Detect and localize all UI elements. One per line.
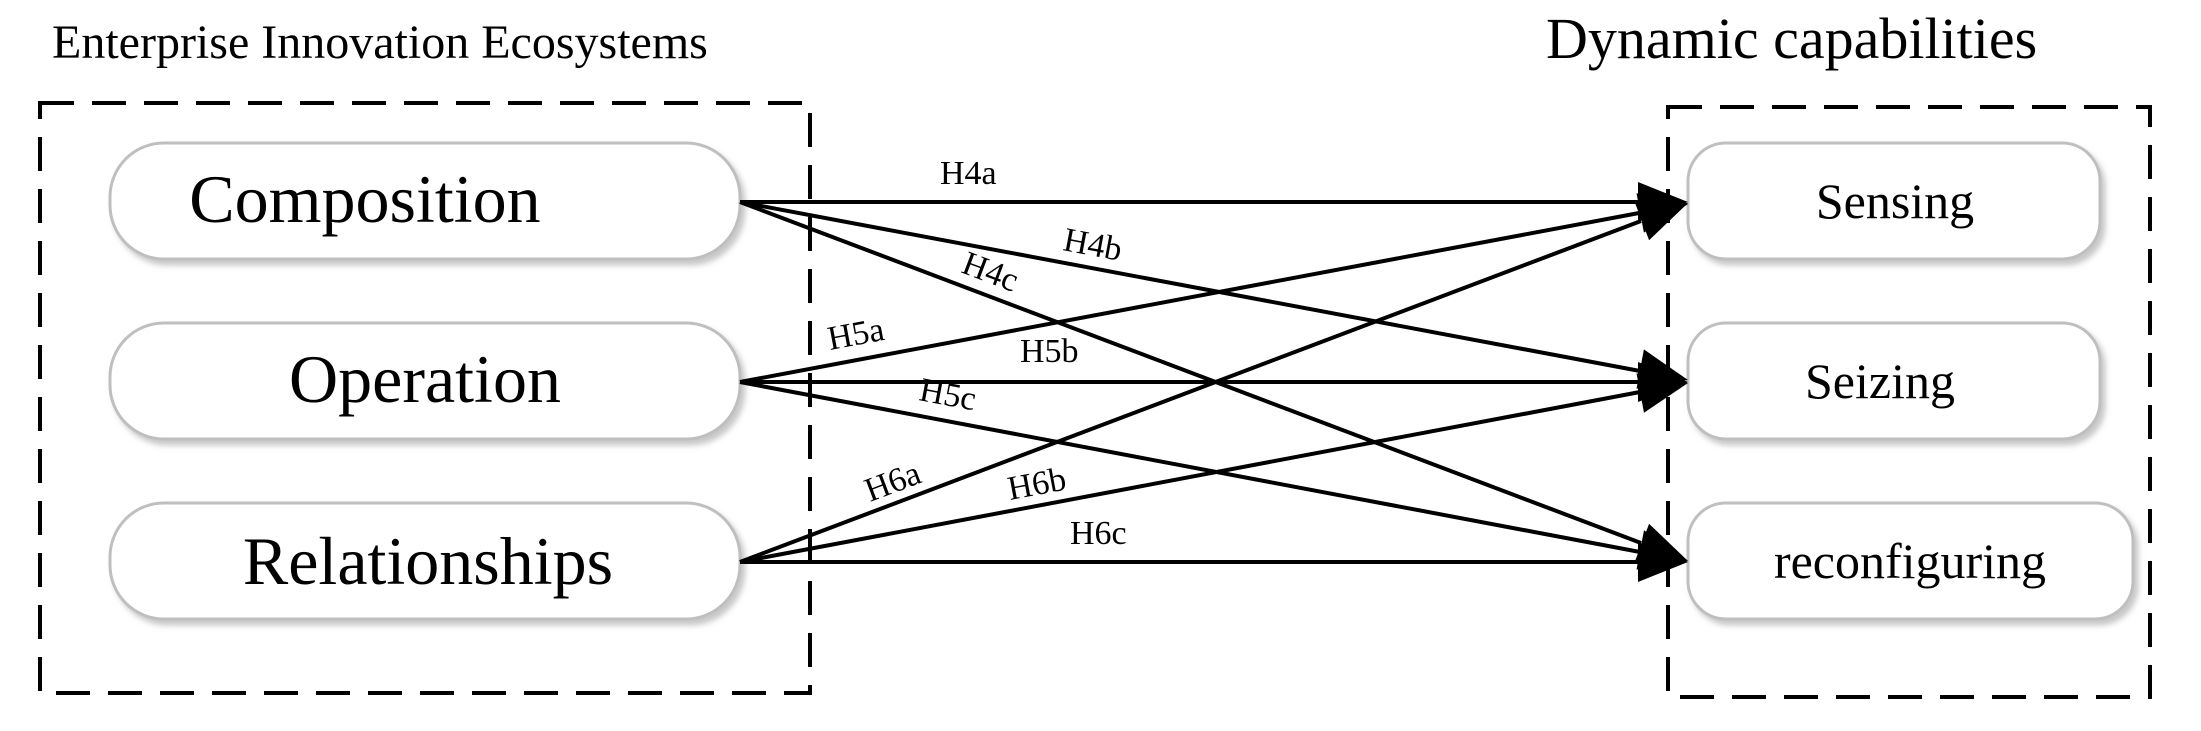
node-seizing-label: Seizing: [1805, 353, 1955, 409]
right-group-title: Dynamic capabilities: [1546, 6, 2037, 71]
node-composition: Composition: [108, 141, 742, 261]
node-relationships: Relationships: [108, 501, 742, 621]
node-reconfiguring-label: reconfiguring: [1774, 533, 2046, 589]
edge-h6c-label: H6c: [1070, 515, 1127, 552]
node-sensing-label: Sensing: [1816, 173, 1974, 229]
edge-h6c: H6c: [740, 515, 1688, 582]
node-operation: Operation: [108, 321, 742, 441]
edge-h5b-label: H5b: [1020, 333, 1079, 370]
node-operation-label: Operation: [289, 341, 561, 417]
node-reconfiguring: reconfiguring: [1686, 501, 2135, 621]
node-seizing: Seizing: [1686, 321, 2102, 441]
edge-h4b-label: H4b: [1061, 221, 1125, 268]
edge-h4a: H4a: [740, 155, 1688, 222]
node-composition-label: Composition: [189, 161, 540, 237]
edge-h5c-label: H5c: [917, 371, 979, 418]
left-group-frame: [38, 101, 812, 695]
node-relationships-label: Relationships: [243, 523, 613, 599]
node-sensing: Sensing: [1686, 141, 2102, 261]
edge-h4a-label: H4a: [940, 155, 997, 192]
edge-layer: H4a H4b H4c H5a H5b H5c: [739, 155, 1688, 582]
right-group-frame: [1666, 105, 2152, 699]
left-group-title: Enterprise Innovation Ecosystems: [52, 16, 708, 69]
edge-h6a-label: H6a: [860, 455, 926, 510]
edge-h5a-label: H5a: [825, 311, 887, 358]
edge-h6b: H6b: [739, 373, 1688, 564]
